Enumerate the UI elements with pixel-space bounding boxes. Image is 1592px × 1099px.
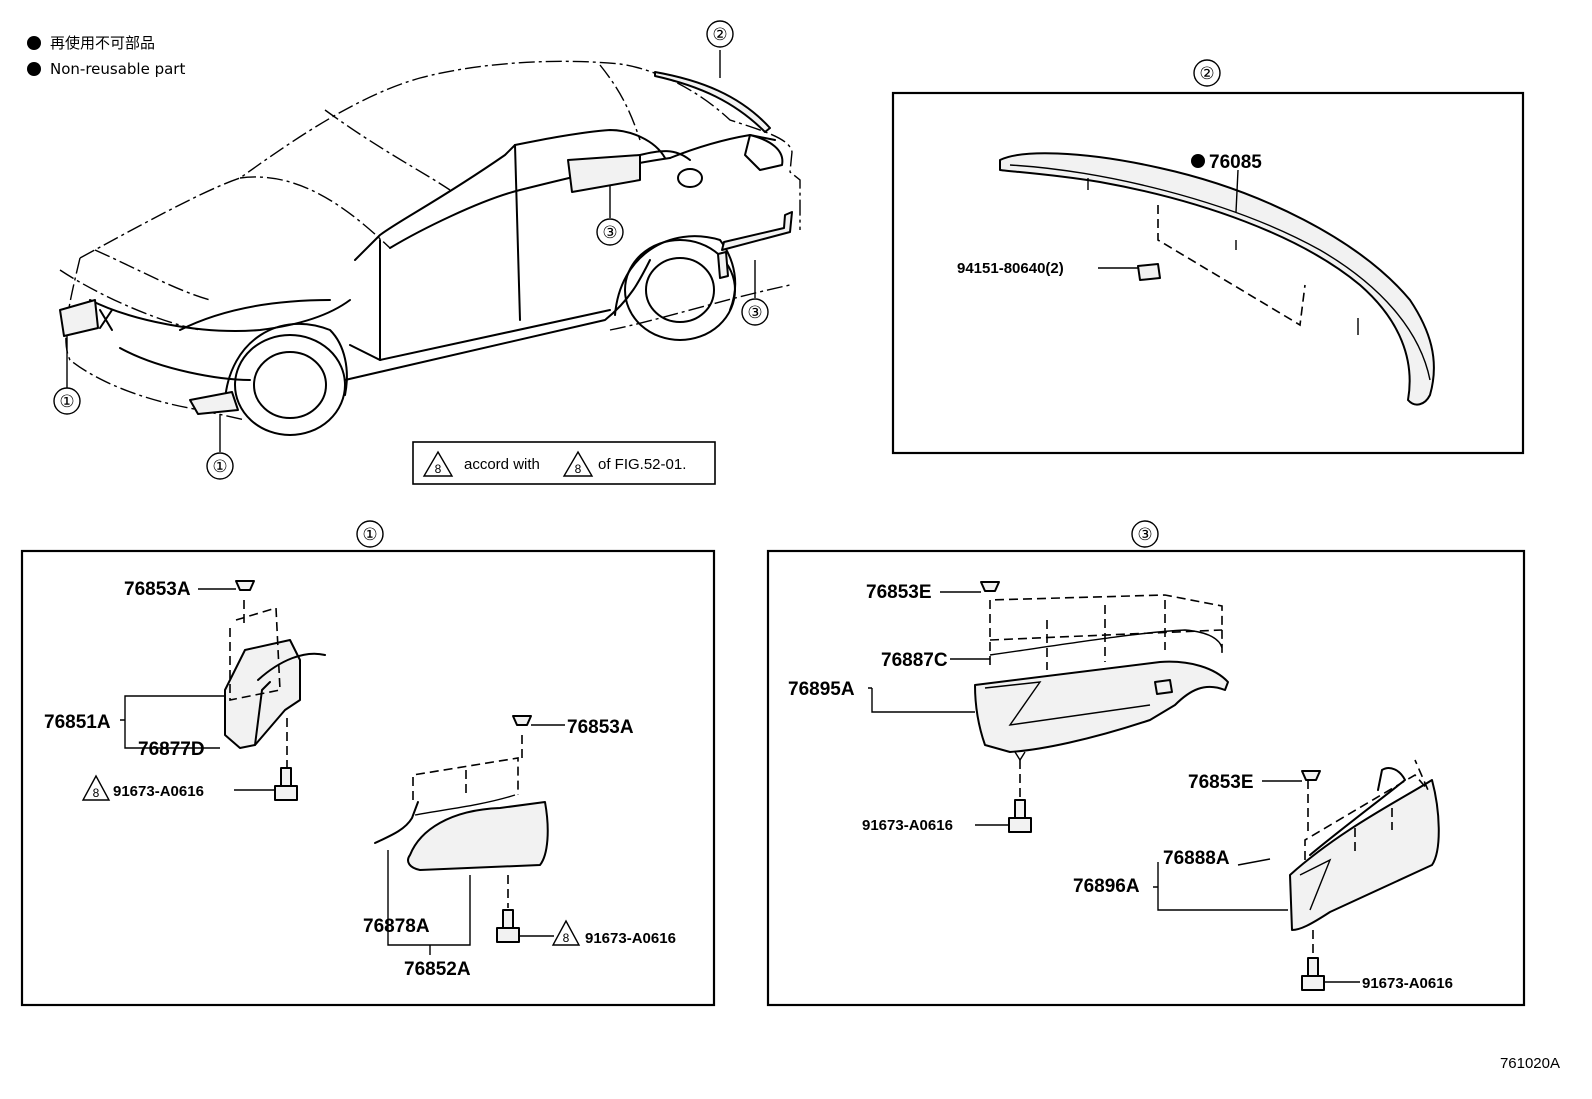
callout-3-rear: ③: [747, 303, 762, 323]
legend-jp: 再使用不可部品: [50, 34, 155, 52]
label-91673-a0616-lh: 91673-A0616: [113, 783, 204, 800]
panel-1: ①: [20, 520, 716, 1007]
note-box: 8 accord with 8 of FIG.52-01.: [412, 441, 716, 485]
label-76085: 76085: [1209, 152, 1262, 173]
filled-dot-icon: [1191, 154, 1205, 168]
filled-dot-icon: [27, 62, 41, 76]
label-76895a: 76895A: [788, 679, 855, 700]
bolt-icon: [1301, 957, 1325, 991]
rear-wheel: [614, 235, 737, 341]
label-76853e-lower: 76853E: [1188, 772, 1254, 793]
label-76896a: 76896A: [1073, 876, 1140, 897]
overview-callouts: ② ③ ③ ① ①: [53, 20, 769, 480]
car-overview: [59, 50, 801, 452]
note-text-2: of FIG.52-01.: [598, 456, 686, 473]
bolt-icon: [1008, 799, 1032, 833]
label-76878a: 76878A: [363, 916, 430, 937]
clip-icon: [980, 581, 1000, 592]
clip-icon: [1301, 770, 1321, 781]
bolt-icon: [496, 909, 520, 943]
label-76888a: 76888A: [1163, 848, 1230, 869]
clip-icon: [235, 580, 255, 591]
callout-1-front: ①: [59, 392, 74, 412]
note-text-1: accord with: [464, 456, 540, 473]
warning-triangle-icon: [551, 919, 581, 946]
legend-en: Non-reusable part: [50, 60, 185, 78]
svg-text:8: 8: [563, 931, 570, 945]
label-76852a: 76852A: [404, 959, 471, 980]
legend: 再使用不可部品 Non-reusable part: [27, 34, 185, 78]
bolt-icon: [274, 767, 298, 801]
label-76853a-top: 76853A: [124, 579, 191, 600]
panel-1-title: ①: [362, 525, 377, 545]
warning-triangle-icon: [562, 450, 594, 477]
panel-3: ③: [766, 520, 1526, 1007]
label-91673-a0616-rh: 91673-A0616: [585, 930, 676, 947]
nut-icon: [1137, 263, 1161, 281]
callout-3-side: ③: [602, 223, 617, 243]
label-91673-a0616-upper: 91673-A0616: [862, 817, 953, 834]
figure-code: 761020A: [1500, 1055, 1560, 1072]
panel-3-title: ③: [1137, 525, 1152, 545]
panel-2-title: ②: [1199, 64, 1214, 84]
svg-text:8: 8: [435, 462, 442, 476]
callout-2-top: ②: [712, 25, 727, 45]
label-91673-a0616-lower: 91673-A0616: [1362, 975, 1453, 992]
svg-text:8: 8: [93, 786, 100, 800]
label-76853e-top: 76853E: [866, 582, 932, 603]
svg-text:8: 8: [575, 462, 582, 476]
panel-2: ② 76085 94151-80640(2): [891, 59, 1525, 455]
label-76887c: 76887C: [881, 650, 948, 671]
label-76877d: 76877D: [138, 739, 205, 760]
label-76853a-right: 76853A: [567, 717, 634, 738]
filled-dot-icon: [27, 36, 41, 50]
front-wheel: [224, 322, 348, 436]
callout-1-lower: ①: [212, 457, 227, 477]
clip-icon: [512, 715, 532, 726]
label-76851a: 76851A: [44, 712, 111, 733]
label-94151-80640: 94151-80640(2): [957, 260, 1064, 277]
warning-triangle-icon: [422, 450, 454, 477]
warning-triangle-icon: [81, 774, 111, 801]
